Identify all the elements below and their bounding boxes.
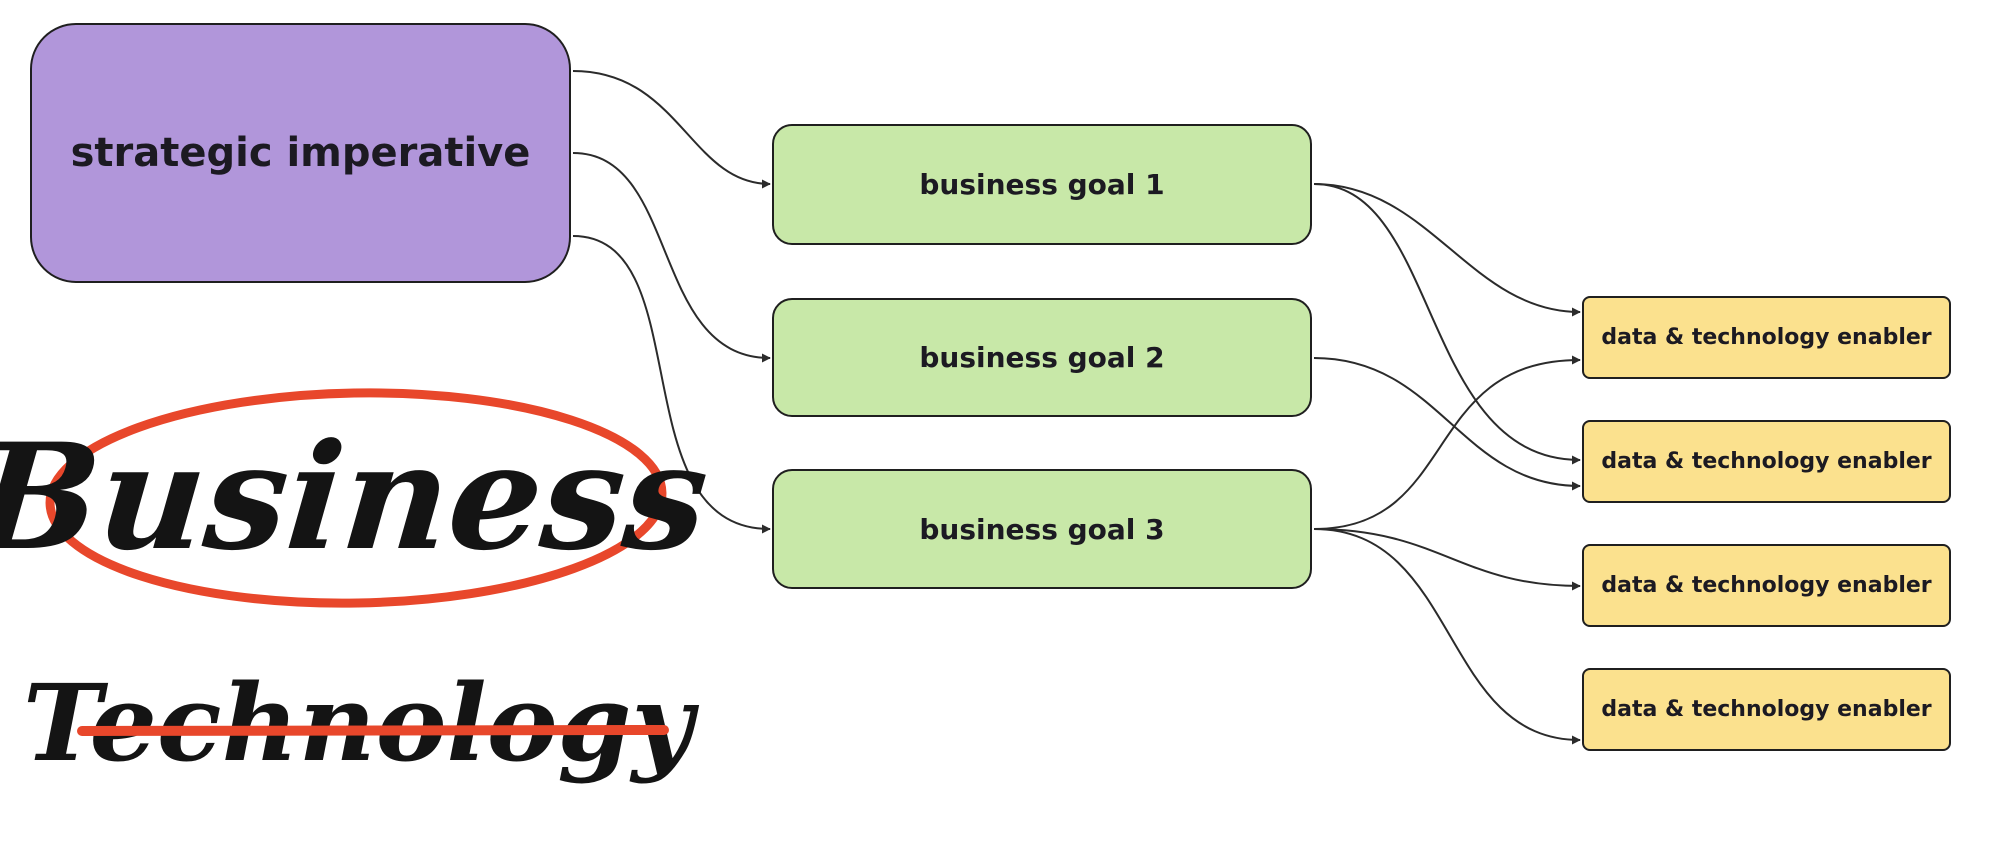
business-goal-1-node[interactable]: business goal 1 <box>772 124 1312 245</box>
edge-goal-3-to-enabler-3 <box>1313 528 1581 591</box>
business-goal-2-node[interactable]: business goal 2 <box>772 298 1312 417</box>
edge-goal-2-to-enabler-2 <box>1313 357 1581 491</box>
enabler-3-node[interactable]: data & technology enabler <box>1582 544 1951 627</box>
edge-imperative-to-goal-3 <box>572 235 771 534</box>
edge-goal-1-to-enabler-1 <box>1313 183 1581 317</box>
business-goal-2-label: business goal 2 <box>919 341 1165 374</box>
edge-imperative-to-goal-1 <box>572 70 771 189</box>
strategic-imperative-label: strategic imperative <box>70 130 531 176</box>
enabler-2-node[interactable]: data & technology enabler <box>1582 420 1951 503</box>
business-goal-3-node[interactable]: business goal 3 <box>772 469 1312 589</box>
enabler-1-label: data & technology enabler <box>1601 325 1932 350</box>
strategic-imperative-node[interactable]: strategic imperative <box>30 23 571 283</box>
enabler-1-node[interactable]: data & technology enabler <box>1582 296 1951 379</box>
business-goal-3-label: business goal 3 <box>919 512 1165 546</box>
technology-strikethrough <box>77 725 669 736</box>
business-word: Business <box>0 412 714 583</box>
business-circle <box>45 388 667 608</box>
enabler-4-label: data & technology enabler <box>1601 697 1932 722</box>
enabler-4-node[interactable]: data & technology enabler <box>1582 668 1951 751</box>
edge-imperative-to-goal-2 <box>572 152 771 363</box>
edge-goal-3-to-enabler-1 <box>1313 355 1581 530</box>
edge-goal-3-to-enabler-4 <box>1313 528 1581 745</box>
enabler-3-label: data & technology enabler <box>1601 573 1932 598</box>
edge-goal-1-to-enabler-2 <box>1313 183 1581 465</box>
technology-word: Technology <box>23 660 700 785</box>
enabler-2-label: data & technology enabler <box>1601 449 1932 474</box>
business-goal-1-label: business goal 1 <box>919 168 1165 201</box>
